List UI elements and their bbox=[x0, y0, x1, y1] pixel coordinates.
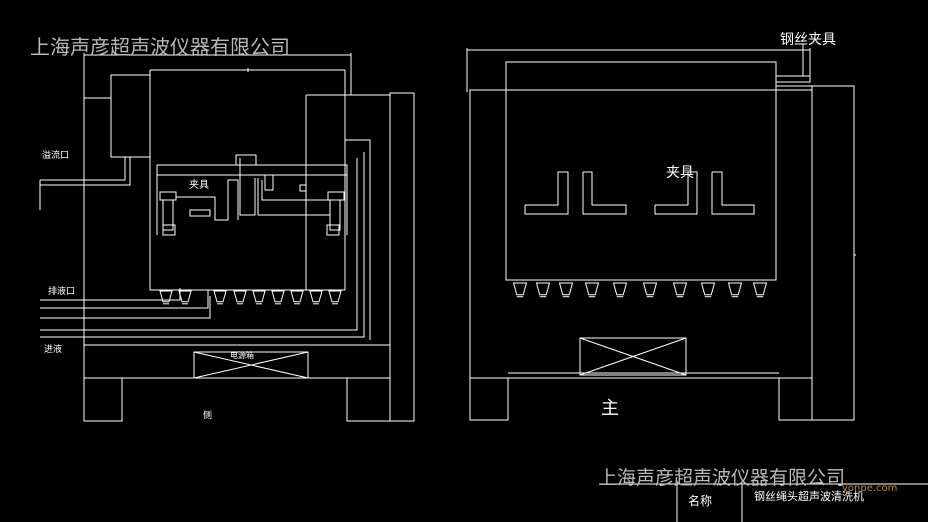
transducer-icon bbox=[584, 282, 600, 296]
side-view-label: 侧 bbox=[203, 409, 212, 421]
main-inner-tank bbox=[505, 61, 777, 281]
main-clamp-label: 夹具 bbox=[666, 165, 694, 181]
title-block bbox=[600, 483, 928, 522]
main-view-label: 主 bbox=[601, 398, 619, 419]
side-clamp-label: 夹具 bbox=[189, 178, 209, 191]
transducer-icon bbox=[612, 282, 628, 296]
transducer-icon bbox=[252, 290, 266, 303]
side-clamp-assembly bbox=[156, 154, 348, 236]
transducer-icon bbox=[309, 290, 323, 303]
transducer-icon bbox=[672, 282, 688, 296]
inlet-pipe-2 bbox=[40, 152, 365, 338]
transducer-icon bbox=[512, 282, 528, 296]
transducer-icon bbox=[159, 290, 173, 303]
cabinet-outline bbox=[83, 94, 391, 346]
inner-tank-left bbox=[149, 70, 345, 291]
drain-pipe-2 bbox=[40, 290, 209, 309]
drain-port-label: 排液口 bbox=[48, 285, 75, 297]
watermark-top: 上海声彦超声波仪器有限公司 bbox=[30, 35, 290, 59]
site-watermark: yonpe.com bbox=[842, 483, 898, 494]
main-view bbox=[466, 44, 928, 522]
title-name-value: 钢丝绳头超声波清洗机 bbox=[754, 489, 864, 503]
main-generator-box bbox=[579, 337, 687, 376]
main-foot-left bbox=[469, 377, 509, 421]
title-name-label: 名称 bbox=[688, 493, 712, 508]
transducer-icon bbox=[642, 282, 658, 296]
transducer-icon bbox=[700, 282, 716, 296]
transducer-icon bbox=[752, 282, 768, 296]
inlet-label: 进液 bbox=[44, 343, 62, 355]
transducer-icon bbox=[271, 290, 285, 303]
electric-box-label: 电源箱 bbox=[230, 350, 254, 360]
side-transducers bbox=[159, 290, 342, 305]
transducer-icon bbox=[558, 282, 574, 296]
overflow-tank bbox=[110, 74, 151, 158]
watermark-bottom: 上海声彦超声波仪器有限公司 bbox=[598, 467, 846, 489]
base-foot-right bbox=[346, 377, 391, 422]
main-side-panel bbox=[811, 85, 855, 421]
transducer-icon bbox=[328, 290, 342, 303]
transducer-icon bbox=[727, 282, 743, 296]
inlet-pipe-1 bbox=[40, 158, 358, 331]
transducer-icon bbox=[213, 290, 227, 303]
wire-clamp-label: 钢丝夹具 bbox=[780, 32, 836, 48]
overflow-pipe bbox=[39, 157, 131, 210]
transducer-icon bbox=[233, 290, 247, 303]
base-foot-left bbox=[83, 377, 123, 422]
electric-box bbox=[193, 351, 309, 379]
overflow-port-label: 溢流口 bbox=[42, 149, 69, 161]
main-foot-right bbox=[778, 377, 813, 421]
drain-pipe-3 bbox=[40, 296, 211, 319]
right-frame bbox=[389, 92, 415, 422]
transducer-icon bbox=[535, 282, 551, 296]
side-view bbox=[39, 53, 415, 422]
wire-clamp-rail bbox=[775, 75, 811, 83]
main-clamps bbox=[524, 171, 755, 215]
main-housing bbox=[469, 89, 813, 379]
transducer-icon bbox=[178, 290, 192, 303]
main-transducers bbox=[512, 282, 768, 298]
transducer-icon bbox=[290, 290, 304, 303]
drain-pipe-1 bbox=[40, 288, 181, 301]
